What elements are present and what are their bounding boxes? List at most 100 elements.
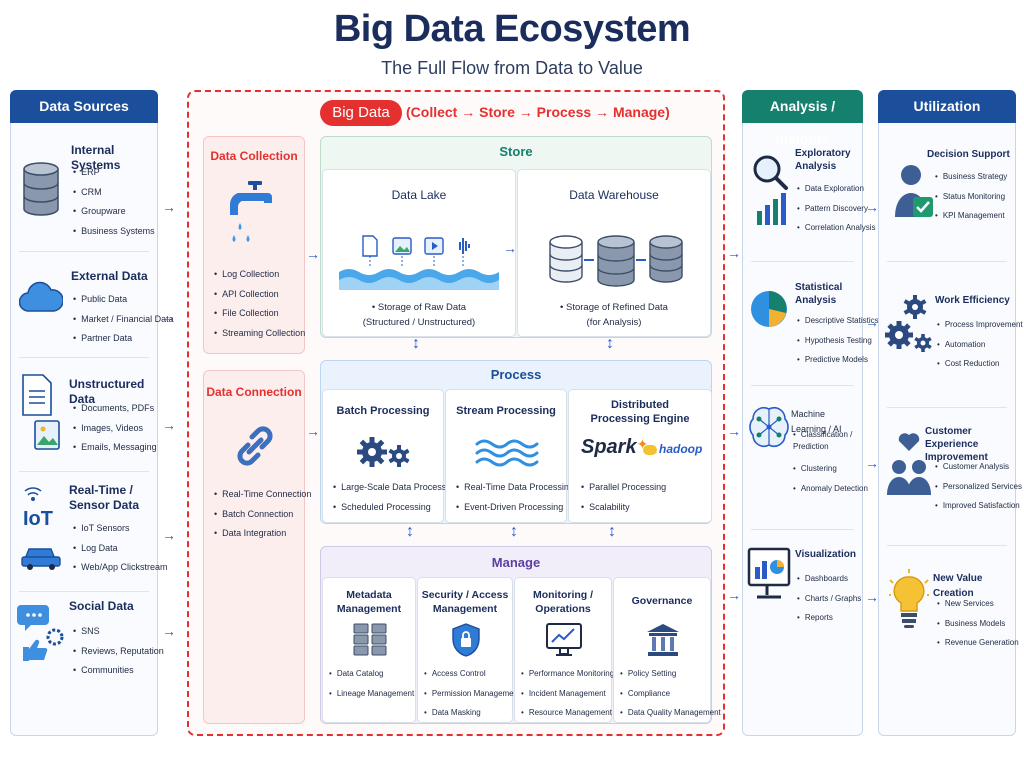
- link-icon: [237, 426, 273, 466]
- list-item: New Services: [937, 594, 1019, 614]
- list-item: Real-Time Connection: [214, 485, 311, 505]
- list-item: Emails, Messaging: [73, 438, 157, 458]
- analysis-list-statistical: Descriptive Statistics Hypothesis Testin…: [797, 311, 879, 370]
- utilization-title-decision: Decision Support: [927, 149, 1010, 160]
- distributed-engine-card: Distributed Processing Engine Spark✦ had…: [568, 389, 712, 523]
- data-lake-card: Data Lake • Storage of Raw Data (Structu…: [322, 169, 516, 337]
- data-connection-panel: Data Connection Real-Time Connection Bat…: [203, 370, 311, 724]
- metadata-title: Metadata Management: [336, 589, 402, 615]
- list-item: Reviews, Reputation: [73, 642, 164, 662]
- utilization-title-efficiency: Work Efficiency: [935, 295, 1010, 306]
- source-title-realtime: Real-Time / Sensor Data: [69, 483, 140, 512]
- flow-arrow: →: [503, 240, 517, 256]
- data-lake-note: • Storage of Raw Data (Structured / Unst…: [362, 302, 476, 328]
- monitoring-title: Monitoring / Operations: [532, 589, 594, 615]
- governance-list: Policy Setting Compliance Data Quality M…: [620, 664, 721, 723]
- monitoring-card: Monitoring / Operations Performance Moni…: [514, 577, 614, 723]
- list-item: Data Exploration: [797, 179, 876, 199]
- list-item: Descriptive Statistics: [797, 311, 879, 331]
- bidirectional-arrow: ↕: [606, 335, 614, 352]
- analysis-title-visualization: Visualization: [795, 549, 856, 560]
- flow-arrow: →: [162, 309, 176, 325]
- list-item: Access Control: [424, 664, 520, 684]
- source-list-social: SNS Reviews, Reputation Communities: [73, 622, 164, 681]
- list-item: Web/App Clickstream: [73, 558, 167, 578]
- process-title: Process: [490, 367, 542, 382]
- page-subtitle: The Full Flow from Data to Value: [381, 58, 643, 78]
- hadoop-logo: hadoop: [643, 442, 702, 456]
- utilization-list-customer: Customer Analysis Personalized Services …: [935, 457, 1022, 516]
- list-item: Log Data: [73, 539, 168, 559]
- list-item: Classification / Prediction: [793, 425, 855, 459]
- list-item: Business Models: [937, 614, 1019, 634]
- list-item: Communities: [73, 661, 164, 681]
- collection-list: Log Collection API Collection File Colle…: [214, 265, 305, 343]
- flow-arrow: →: [162, 527, 176, 543]
- analysis-header: Analysis / Insights: [742, 90, 863, 147]
- list-item: Partner Data: [73, 329, 174, 349]
- list-item: Real-Time Data Processing: [456, 478, 574, 498]
- data-warehouse-card: Data Warehouse • Storage of Refined Data…: [517, 169, 711, 337]
- list-item: Policy Setting: [620, 664, 721, 684]
- flow-arrow: →: [727, 245, 741, 261]
- source-title-social: Social Data: [69, 599, 134, 613]
- data-collection-panel: Data Collection Log Collection API Colle…: [203, 136, 305, 354]
- list-item: Business Strategy: [935, 167, 1007, 187]
- utilization-list-efficiency: Process Improvement Automation Cost Redu…: [937, 315, 1023, 374]
- batch-processing-card: Batch Processing Large-Scale Data Proces…: [322, 389, 458, 523]
- list-item: Resource Management: [521, 703, 614, 723]
- list-item: Public Data: [73, 290, 174, 310]
- data-sources-column: Data Sources Internal Systems ERP CRM Gr…: [10, 90, 174, 736]
- list-item: Data Catalog: [329, 664, 414, 684]
- bidirectional-arrow: ↕: [608, 523, 616, 540]
- security-card: Security / Access Management Access Cont…: [417, 577, 520, 723]
- list-item: IoT Sensors: [73, 519, 168, 539]
- flow-arrow: →: [306, 246, 320, 262]
- list-item: Automation: [937, 335, 1023, 355]
- source-list-internal: ERP CRM Groupware Business Systems: [73, 163, 155, 241]
- list-item: Streaming Collection: [214, 324, 305, 344]
- manage-title: Manage: [491, 555, 541, 570]
- flow-arrow: →: [306, 423, 320, 439]
- store-panel: Store Data Lake • Storage of Raw Data (S…: [320, 136, 712, 338]
- data-lake-title: Data Lake: [391, 188, 447, 202]
- faucet-icon: [230, 181, 272, 242]
- store-title: Store: [499, 144, 533, 159]
- list-item: Anomaly Detection: [793, 479, 868, 499]
- database-icon: [23, 162, 59, 216]
- list-item: Scalability: [581, 498, 666, 518]
- metadata-card: Metadata Management Data Catalog Lineage…: [322, 577, 416, 723]
- governance-card: Governance Policy Setting Compliance Dat…: [613, 577, 721, 723]
- person-check-icon: [895, 165, 933, 217]
- analysis-list-ml: Classification / Prediction Clustering A…: [793, 425, 868, 498]
- list-item: Batch Connection: [214, 505, 311, 525]
- batch-processing-title: Batch Processing: [336, 405, 430, 417]
- list-item: Data Masking: [424, 703, 520, 723]
- flow-arrow: →: [865, 314, 879, 330]
- bidirectional-arrow: ↕: [406, 523, 414, 540]
- list-item: CRM: [73, 183, 155, 203]
- stream-processing-card: Stream Processing Real-Time Data Process…: [445, 389, 574, 523]
- data-sources-header: Data Sources: [10, 90, 158, 123]
- utilization-column: Utilization Decision Support Business St…: [878, 90, 1023, 736]
- list-item: Customer Analysis: [935, 457, 1022, 477]
- flow-arrow: →: [865, 199, 879, 215]
- data-collection-title: Data Collection: [210, 149, 298, 163]
- source-title-external: External Data: [71, 269, 148, 283]
- list-item: Lineage Management: [329, 684, 414, 704]
- list-item: Reports: [797, 608, 861, 628]
- list-item: API Collection: [214, 285, 305, 305]
- page-title: Big Data Ecosystem: [333, 8, 691, 50]
- list-item: Process Improvement: [937, 315, 1023, 335]
- list-item: Market / Financial Data: [73, 310, 174, 330]
- data-lake-icon: [339, 235, 499, 290]
- bidirectional-arrow: ↕: [412, 335, 420, 352]
- metadata-list: Data Catalog Lineage Management: [329, 664, 414, 703]
- distributed-list: Parallel Processing Scalability: [581, 478, 666, 517]
- list-item: Predictive Models: [797, 350, 879, 370]
- source-list-external: Public Data Market / Financial Data Part…: [73, 290, 174, 349]
- iot-car-icon: IoT: [21, 487, 61, 570]
- monitoring-list: Performance Monitoring Incident Manageme…: [521, 664, 614, 723]
- list-item: Hypothesis Testing: [797, 331, 879, 351]
- analysis-list-exploratory: Data Exploration Pattern Discovery Corre…: [797, 179, 876, 238]
